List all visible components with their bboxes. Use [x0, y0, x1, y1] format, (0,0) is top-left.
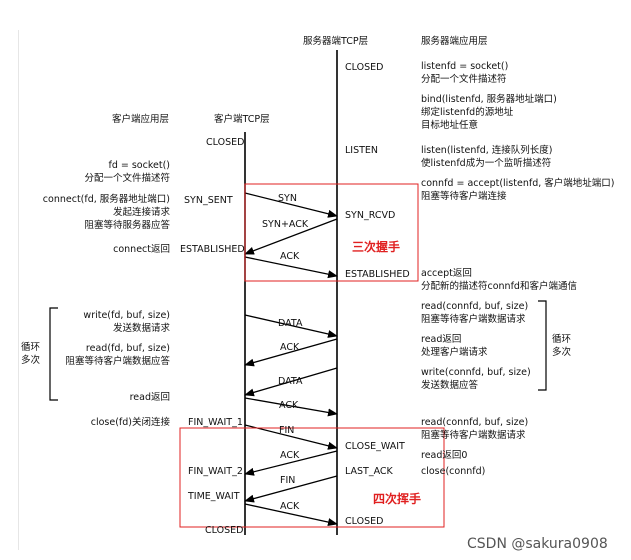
left-edge-line [18, 30, 19, 550]
handshake-label: 三次握手 [352, 240, 401, 254]
msg-syn: SYN [278, 193, 297, 204]
client-loop-label-2: 多次 [21, 355, 41, 366]
msg-data-1: DATA [278, 318, 303, 329]
server-note-accept-2: 阻塞等待客户端连接 [421, 191, 507, 202]
server-note-bind-3: 目标地址任意 [421, 120, 479, 131]
client-state-established: ESTABLISHED [180, 244, 245, 255]
server-note-read-1: read(connfd, buf, size) [421, 301, 529, 312]
arrow-fin-1 [244, 424, 338, 450]
client-note-connect-2: 发起连接请求 [112, 207, 170, 218]
client-note-read-1: read(fd, buf, size) [85, 343, 170, 354]
watermark: CSDN @sakura0908 [467, 536, 608, 552]
header-client-app: 客户端应用层 [112, 114, 170, 125]
client-loop-label-1: 循环 [21, 342, 41, 353]
client-note-read-return: read返回 [129, 392, 170, 403]
server-note-read-return-1: read返回 [421, 334, 462, 345]
client-state-fin-wait-1: FIN_WAIT_1 [188, 417, 243, 428]
wave-label: 四次挥手 [373, 492, 422, 506]
client-note-write-1: write(fd, buf, size) [83, 310, 170, 321]
arrow-ack-2 [244, 338, 338, 367]
server-note-listenfd-1: listenfd = socket() [421, 61, 509, 72]
server-loop-label-1: 循环 [552, 334, 572, 345]
header-server-tcp: 服务器端TCP层 [303, 36, 369, 47]
server-note-accept-return-1: accept返回 [421, 268, 472, 279]
arrow-ack-1 [244, 256, 338, 279]
client-state-syn-sent: SYN_SENT [184, 195, 233, 206]
server-note-listen-2: 使listenfd成为一个监听描述符 [421, 158, 552, 169]
server-note-read-zero: read返回0 [421, 450, 468, 461]
client-note-socket-1: fd = socket() [108, 160, 170, 171]
server-state-last-ack: LAST_ACK [345, 466, 393, 477]
arrow-ack-3 [244, 397, 338, 417]
arrow-ack-5 [244, 503, 338, 526]
server-note-read-2: 阻塞等待客户端数据请求 [421, 314, 526, 325]
client-state-closed-bottom: CLOSED [205, 525, 244, 536]
client-note-connect-return: connect返回 [113, 244, 170, 255]
server-note-bind-2: 绑定listenfd的源地址 [421, 107, 514, 118]
arrow-syn-ack [244, 218, 338, 255]
server-state-established: ESTABLISHED [345, 269, 410, 280]
wave-box [179, 427, 445, 528]
msg-ack-4: ACK [280, 450, 300, 461]
msg-ack-2: ACK [280, 342, 300, 353]
server-note-close: close(connfd) [421, 466, 486, 477]
server-note-write-2: 发送数据应答 [421, 380, 479, 391]
client-note-connect-1: connect(fd, 服务器地址端口) [42, 194, 170, 205]
server-note-read-4: 阻塞等待客户端数据请求 [421, 430, 526, 441]
server-note-accept-return-2: 分配新的描述符connfd和客户端通信 [421, 281, 577, 292]
server-loop-label-2: 多次 [552, 347, 572, 358]
server-state-close-wait: CLOSE_WAIT [345, 441, 405, 452]
client-note-close: close(fd)关闭连接 [90, 417, 170, 428]
left-loop-bracket [49, 307, 58, 401]
msg-data-2: DATA [278, 376, 303, 387]
msg-ack-5: ACK [280, 501, 300, 512]
client-note-connect-3: 阻塞等待服务器应答 [84, 220, 170, 231]
server-note-read-3: read(connfd, buf, size) [421, 417, 529, 428]
msg-fin-1: FIN [279, 425, 295, 436]
server-note-listen-1: listen(listenfd, 连接队列长度) [421, 145, 553, 156]
msg-ack-1: ACK [280, 251, 300, 262]
msg-ack-3: ACK [279, 400, 299, 411]
server-state-listen: LISTEN [345, 145, 379, 156]
header-client-tcp: 客户端TCP层 [214, 114, 270, 125]
client-note-socket-2: 分配一个文件描述符 [84, 173, 170, 184]
arrow-ack-4 [244, 450, 338, 476]
server-state-closed-top: CLOSED [345, 62, 384, 73]
server-note-listenfd-2: 分配一个文件描述符 [421, 74, 507, 85]
handshake-box [244, 183, 419, 282]
arrow-syn [244, 192, 338, 218]
server-note-read-return-2: 处理客户端请求 [421, 347, 488, 358]
client-state-closed-top: CLOSED [206, 137, 245, 148]
server-state-closed-bottom: CLOSED [345, 516, 384, 527]
server-note-accept-1: connfd = accept(listenfd, 客户端地址端口) [421, 178, 615, 189]
msg-fin-2: FIN [280, 475, 296, 486]
client-note-write-2: 发送数据请求 [112, 323, 170, 334]
server-note-write-1: write(connfd, buf, size) [421, 367, 531, 378]
header-server-app: 服务器端应用层 [421, 36, 488, 47]
server-note-bind-1: bind(listenfd, 服务器地址端口) [421, 94, 557, 105]
arrow-data-2 [244, 367, 338, 397]
right-loop-bracket [538, 300, 547, 391]
server-state-syn-rcvd: SYN_RCVD [345, 210, 396, 221]
client-state-fin-wait-2: FIN_WAIT_2 [188, 466, 243, 477]
client-state-time-wait: TIME_WAIT [188, 491, 240, 502]
arrow-data-1 [244, 314, 338, 338]
msg-syn-ack: SYN+ACK [262, 219, 309, 230]
client-note-read-2: 阻塞等待客户端数据应答 [65, 356, 170, 367]
arrow-fin-2 [244, 475, 338, 503]
